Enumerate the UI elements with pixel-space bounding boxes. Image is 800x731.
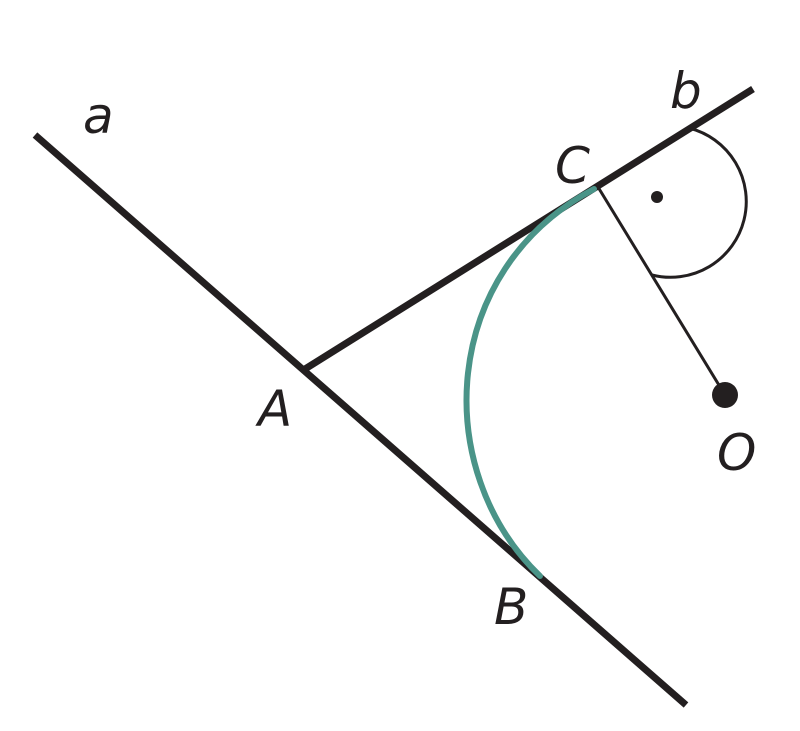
right-angle-dot [651,191,663,203]
radius-co [596,186,727,396]
right-angle-arc [651,126,748,279]
label-line-b: b [670,62,702,120]
label-point-c: C [555,137,590,195]
label-point-o: O [717,424,756,482]
label-point-a: A [255,380,292,438]
line-b [303,86,755,372]
label-line-a: a [83,87,114,145]
label-point-b: B [494,578,528,636]
center-point-o [712,382,738,408]
arc-cb [463,186,597,579]
line-a [32,132,689,708]
